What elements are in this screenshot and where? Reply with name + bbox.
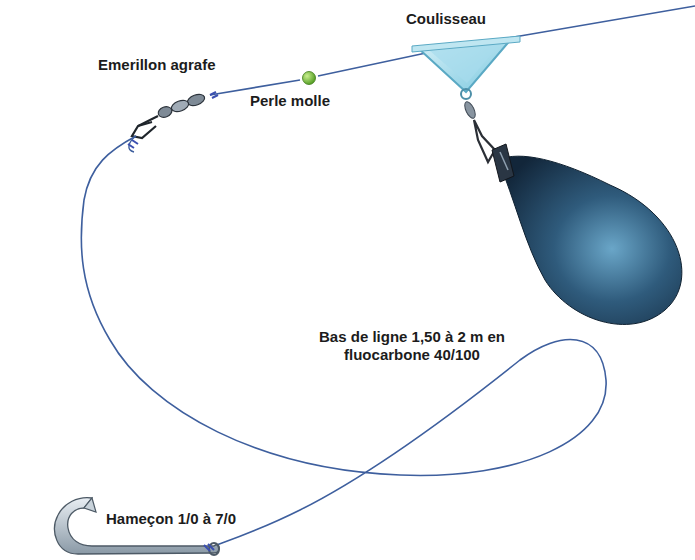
knot	[210, 92, 218, 98]
sinker-clip	[474, 120, 495, 162]
part-name: Perle molle	[248, 92, 332, 110]
sinker-eye	[492, 144, 514, 182]
slider-tube	[412, 36, 520, 52]
part-name: Bas de ligne 1,50 à 2 m en fluocarbone 4…	[315, 328, 509, 364]
knot	[128, 140, 138, 148]
snap-swivel	[132, 92, 206, 138]
leader-line	[81, 136, 606, 546]
soft-bead	[303, 72, 316, 85]
sinker	[498, 156, 682, 324]
part-name: Coulisseau	[404, 10, 488, 28]
main-line	[318, 6, 695, 76]
leader-loop	[129, 136, 136, 152]
slider-ring	[461, 89, 471, 99]
sinker-swivel	[463, 100, 478, 120]
sinker-eye-hole	[500, 152, 508, 170]
part-name: Emerillon agrafe	[96, 56, 218, 74]
part-name: Hameçon 1/0 à 7/0	[104, 510, 238, 528]
